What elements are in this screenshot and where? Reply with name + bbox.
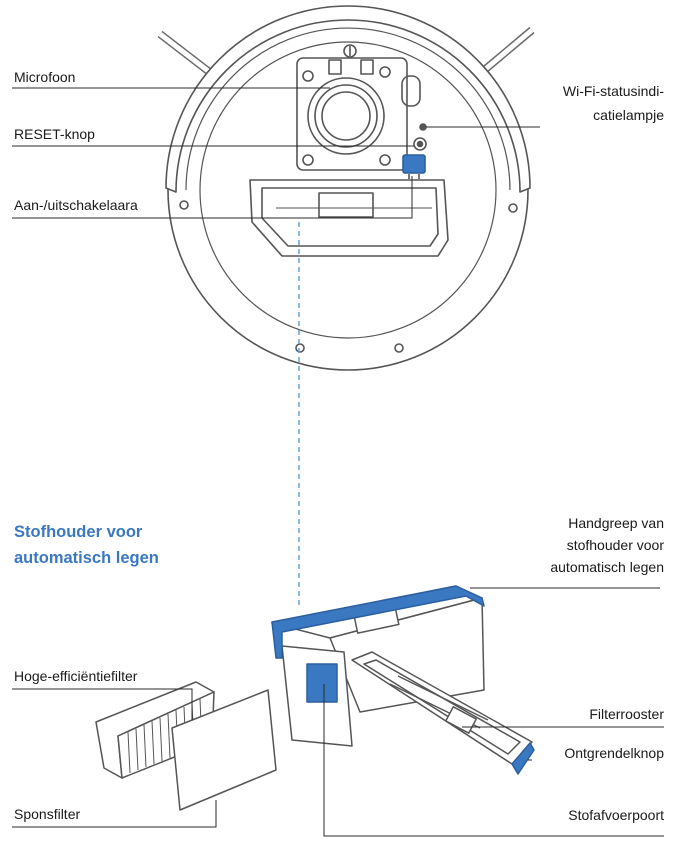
drive-cup-core [321, 91, 371, 141]
screw [295, 343, 305, 353]
drive-cup-inner [314, 84, 378, 148]
plate-screw [302, 154, 314, 166]
side-brush-right-core [480, 28, 534, 74]
plate-screw [379, 66, 391, 78]
label-wifi-indicator: Wi-Fi-statusindi- catielampje [563, 82, 664, 124]
label-wifi-indicator-line1: Wi-Fi-statusindi- [562, 83, 664, 99]
wifi-indicator-led [419, 123, 427, 131]
side-brush-left-core [158, 32, 214, 76]
robot-vacuum [157, 5, 535, 371]
release-button [511, 742, 535, 775]
label-microphone: Microfoon [14, 69, 76, 85]
bin-bay-window [318, 192, 374, 218]
leader-hepa [12, 688, 193, 720]
label-release-button: Ontgrendelknop [564, 745, 664, 761]
label-sponge-filter: Sponsfilter [14, 806, 81, 822]
bumper-inner [185, 27, 511, 191]
auto-empty-bin [271, 585, 535, 775]
bin-handle [271, 585, 485, 659]
drive-cup-outer [307, 77, 385, 155]
screw [179, 200, 189, 210]
screw [508, 203, 518, 213]
leader-outlet [323, 684, 664, 837]
mount-plate [296, 57, 408, 171]
sponge-filter [171, 689, 277, 811]
side-slot [401, 75, 421, 107]
label-dust-outlet: Stofafvoerpoort [568, 807, 664, 823]
label-hepa-filter: Hoge-efficiëntiefilter [14, 668, 138, 684]
robot-body-inner [199, 41, 497, 339]
filter-grille-line [397, 675, 489, 721]
label-filter-grille: Filterrooster [589, 706, 664, 722]
label-power-switch: Aan-/uitschakelaara [14, 197, 138, 213]
leader-lines [12, 87, 664, 837]
power-switch [402, 154, 426, 174]
label-reset-button: RESET-knop [14, 126, 95, 142]
bin-title: Stofhouder voor automatisch legen [14, 521, 159, 569]
label-bin-handle-line2: stofhouder voor [566, 537, 664, 553]
bumper [165, 5, 531, 193]
bin-title-line2: automatisch legen [14, 549, 159, 567]
plate-screw [302, 70, 314, 82]
bin-housing-side [329, 597, 485, 713]
label-wifi-indicator-line2: catielampje [593, 107, 664, 123]
leader-power [12, 176, 413, 219]
label-bin-handle-line3: automatisch legen [550, 559, 664, 575]
label-bin-handle: Handgreep van stofhouder voor automatisc… [550, 514, 664, 576]
dust-outlet-port [306, 663, 338, 703]
bin-title-line1: Stofhouder voor [14, 523, 143, 541]
reset-button-ring [413, 137, 427, 151]
label-bin-handle-line1: Handgreep van [568, 515, 664, 531]
leader-sponge [12, 800, 217, 828]
reset-button-dot [416, 140, 424, 148]
screw [394, 343, 404, 353]
plate-notch [328, 59, 342, 75]
plate-notch [360, 59, 374, 75]
top-screw [343, 44, 357, 58]
plate-screw [379, 154, 391, 166]
